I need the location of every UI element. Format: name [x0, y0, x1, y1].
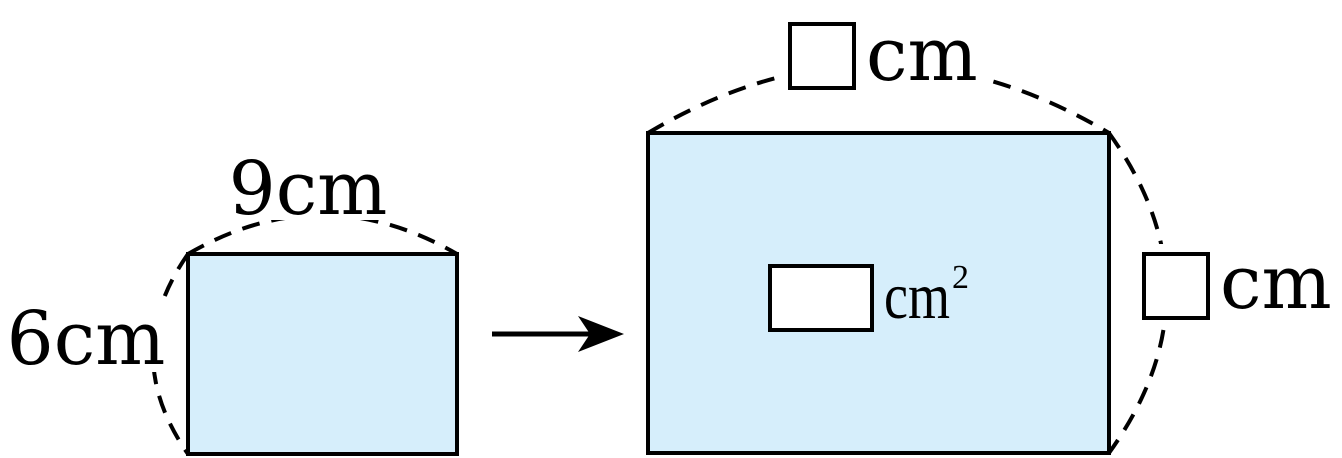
large-height-unit: cm [1220, 240, 1332, 326]
large-area-exponent: 2 [952, 259, 969, 296]
small-width-dashed-arc [186, 213, 458, 256]
answer-box-icon [768, 264, 874, 332]
arrow-right-icon [492, 316, 624, 352]
small-width-label: 9cm [229, 146, 388, 232]
arrow-head [578, 316, 624, 352]
large-rectangle-group: cm cm cm 2 [646, 12, 1340, 455]
answer-box-icon [788, 22, 856, 90]
small-height-label: 6cm [7, 296, 166, 382]
large-area-unit: cm [884, 260, 950, 333]
large-rectangle [646, 131, 1111, 455]
small-rectangle-group: 9cm 6cm [4, 146, 459, 456]
large-width-unit: cm [866, 12, 978, 98]
small-height-label-bg [4, 300, 170, 372]
answer-box-icon [1142, 252, 1210, 320]
small-rectangle [186, 252, 459, 456]
small-width-label-bg [222, 150, 394, 220]
